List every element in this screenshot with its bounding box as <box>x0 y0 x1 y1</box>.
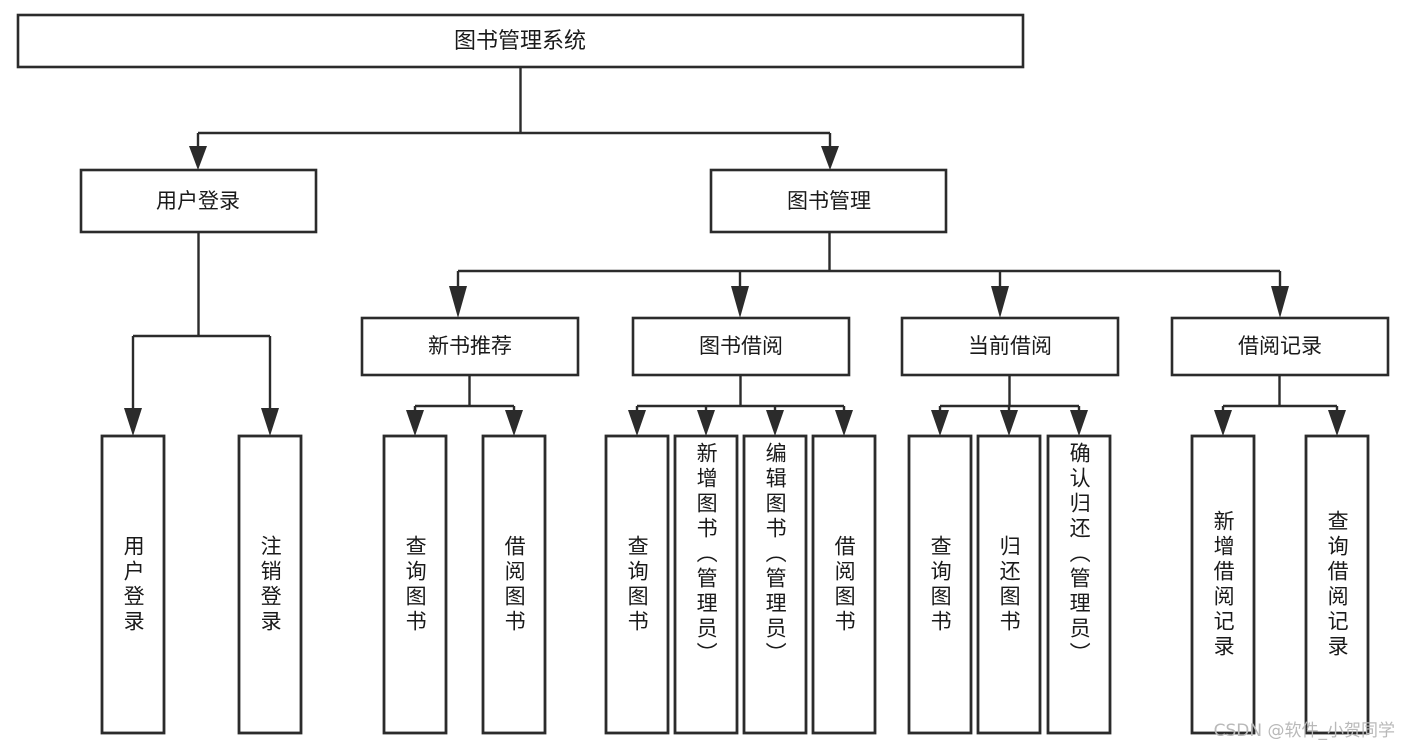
node-user-login-rect[interactable] <box>79 168 318 234</box>
arrowhead-leaf-query-book-2 <box>628 410 646 436</box>
leaf-box-group <box>100 434 1370 735</box>
leaf-query-book-3-rect[interactable] <box>907 434 973 735</box>
arrowhead-leaf-query-record <box>1328 410 1346 436</box>
arrowhead-leaf-edit-book <box>766 410 784 436</box>
arrowhead-leaf-confirm-return <box>1070 410 1088 436</box>
leaf-query-book-1-rect[interactable] <box>382 434 448 735</box>
node-current-borrow-label: 当前借阅 <box>968 334 1052 358</box>
node-book-borrow[interactable]: 图书借阅 <box>631 316 851 377</box>
node-current-borrow[interactable]: 当前借阅 <box>900 316 1120 377</box>
node-root-label: 图书管理系统 <box>454 29 586 54</box>
arrowhead-borrow-record <box>1271 286 1289 318</box>
node-root-rect[interactable] <box>16 13 1025 69</box>
node-user-login-label: 用户登录 <box>156 189 240 213</box>
node-book-borrow-label: 图书借阅 <box>699 334 783 358</box>
connector-group <box>124 67 1346 436</box>
arrowhead-leaf-query-book-1 <box>406 410 424 436</box>
leaf-logout-login-rect[interactable] <box>237 434 303 735</box>
node-root[interactable]: 图书管理系统 <box>16 13 1025 69</box>
node-current-borrow-rect[interactable] <box>900 316 1120 377</box>
leaf-query-book-2-rect[interactable] <box>604 434 670 735</box>
node-user-login[interactable]: 用户登录 <box>79 168 318 234</box>
arrowhead-leaf-add-record <box>1214 410 1232 436</box>
node-book-management-label: 图书管理 <box>787 189 871 213</box>
leaf-edit-book-rect[interactable] <box>742 434 808 735</box>
node-new-book-recommend-rect[interactable] <box>360 316 580 377</box>
arrowhead-book-borrow <box>731 286 749 318</box>
leaf-add-record-rect[interactable] <box>1190 434 1256 735</box>
node-book-borrow-rect[interactable] <box>631 316 851 377</box>
leaf-return-book-rect[interactable] <box>976 434 1042 735</box>
leaf-borrow-book-1-rect[interactable] <box>481 434 547 735</box>
node-borrow-record-label: 借阅记录 <box>1238 334 1322 358</box>
arrowhead-leaf-logout-login <box>261 408 279 436</box>
arrowhead-book-management <box>821 146 839 170</box>
node-borrow-record-rect[interactable] <box>1170 316 1390 377</box>
leaf-user-login-rect[interactable] <box>100 434 166 735</box>
leaf-query-record-rect[interactable] <box>1304 434 1370 735</box>
arrowhead-leaf-user-login <box>124 408 142 436</box>
leaf-add-book-rect[interactable] <box>673 434 739 735</box>
node-borrow-record[interactable]: 借阅记录 <box>1170 316 1390 377</box>
arrowhead-leaf-query-book-3 <box>931 410 949 436</box>
arrowhead-leaf-borrow-book-1 <box>505 410 523 436</box>
node-book-management-rect[interactable] <box>709 168 948 234</box>
arrowhead-new-book-recommend <box>449 286 467 318</box>
node-book-management[interactable]: 图书管理 <box>709 168 948 234</box>
node-new-book-recommend[interactable]: 新书推荐 <box>360 316 580 377</box>
leaf-borrow-book-2-rect[interactable] <box>811 434 877 735</box>
arrowhead-leaf-borrow-book-2 <box>835 410 853 436</box>
arrowhead-leaf-add-book <box>697 410 715 436</box>
arrowhead-user-login <box>189 146 207 170</box>
leaf-confirm-return-rect[interactable] <box>1046 434 1112 735</box>
arrowhead-leaf-return-book <box>1000 410 1018 436</box>
node-new-book-recommend-label: 新书推荐 <box>428 334 512 358</box>
arrowhead-current-borrow <box>991 286 1009 318</box>
